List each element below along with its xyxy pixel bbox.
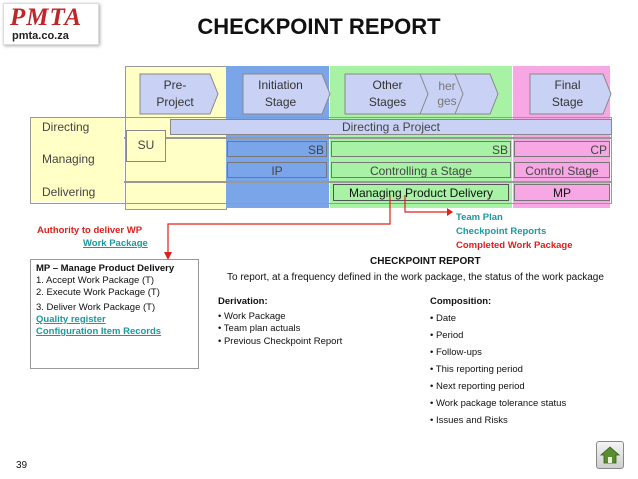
process-sb-other: SB — [331, 141, 511, 157]
page-title: CHECKPOINT REPORT — [197, 14, 441, 39]
mp-item-accept: 1. Accept Work Package (T) — [36, 275, 155, 286]
stage-final: Final Stage — [551, 78, 584, 109]
managing-row — [30, 138, 612, 182]
report-heading: CHECKPOINT REPORT — [370, 256, 481, 267]
initiation-arrow — [242, 73, 331, 115]
level-delivering: Delivering — [42, 185, 96, 199]
stage-initiation: Initiation Stage — [258, 78, 303, 109]
logo-url: pmta.co.za — [12, 30, 69, 42]
home-icon — [599, 446, 621, 464]
connector-authority — [167, 195, 391, 254]
composition-period: • Period — [430, 330, 464, 341]
pmta-logo: PMTA pmta.co.za — [3, 3, 99, 45]
process-controlling-a-stage: Controlling a Stage — [331, 162, 511, 178]
composition-next-period: • Next reporting period — [430, 381, 525, 392]
mp-box — [30, 259, 199, 369]
connector-outputs — [404, 195, 448, 213]
process-su: SU — [126, 130, 166, 162]
other-stage-arrow-1 — [344, 73, 429, 115]
composition-issues-risks: • Issues and Risks — [430, 415, 508, 426]
process-mp: MP — [514, 184, 610, 201]
output-completed-work-package: Completed Work Package — [456, 240, 573, 251]
stage-other: Other Stages — [368, 78, 407, 109]
report-purpose: To report, at a frequency defined in the… — [227, 272, 604, 283]
outputs-arrowhead — [447, 208, 453, 216]
mp-item-execute: 2. Execute Work Package (T) — [36, 287, 160, 298]
process-ip: IP — [227, 162, 327, 178]
output-team-plan[interactable]: Team Plan — [456, 212, 503, 223]
logo-text: PMTA — [10, 4, 83, 31]
output-checkpoint-reports[interactable]: Checkpoint Reports — [456, 226, 547, 237]
derivation-heading: Derivation: — [218, 296, 268, 307]
derivation-team-plan-actuals: • Team plan actuals — [218, 323, 301, 334]
derivation-previous-checkpoint: • Previous Checkpoint Report — [218, 336, 343, 347]
stage-pre-project: Pre- Project — [156, 78, 194, 109]
derivation-work-package: • Work Package — [218, 311, 286, 322]
authority-label: Authority to deliver WP — [37, 225, 143, 236]
work-package-link[interactable]: Work Package — [83, 238, 148, 249]
configuration-item-records-link[interactable]: Configuration Item Records — [36, 326, 162, 337]
process-managing-product-delivery: Managing Product Delivery — [333, 184, 509, 201]
composition-date: • Date — [430, 313, 457, 324]
mp-item-deliver: 3. Deliver Work Package (T) — [36, 302, 156, 313]
pre-project-arrow — [139, 73, 219, 115]
stage-other-ghost: her ges — [437, 79, 457, 108]
page-number: 39 — [16, 460, 28, 471]
final-stage-arrow — [529, 73, 612, 115]
authority-arrowhead — [164, 252, 172, 260]
process-control-stage: Control Stage — [514, 162, 610, 178]
composition-this-period: • This reporting period — [430, 364, 523, 375]
level-directing: Directing — [42, 120, 90, 134]
composition-tolerance-status: • Work package tolerance status — [430, 398, 567, 409]
process-cp: CP — [514, 141, 610, 157]
process-sb-initiation: SB — [227, 141, 327, 157]
composition-follow-ups: • Follow-ups — [430, 347, 482, 358]
delivering-row — [30, 182, 612, 204]
composition-heading: Composition: — [430, 296, 492, 307]
quality-register-link[interactable]: Quality register — [36, 314, 106, 325]
process-directing-a-project: Directing a Project — [170, 119, 612, 135]
level-label-bg — [31, 118, 124, 202]
mp-box-title: MP – Manage Product Delivery — [36, 263, 175, 274]
home-button[interactable] — [596, 441, 624, 469]
level-managing: Managing — [42, 152, 95, 166]
